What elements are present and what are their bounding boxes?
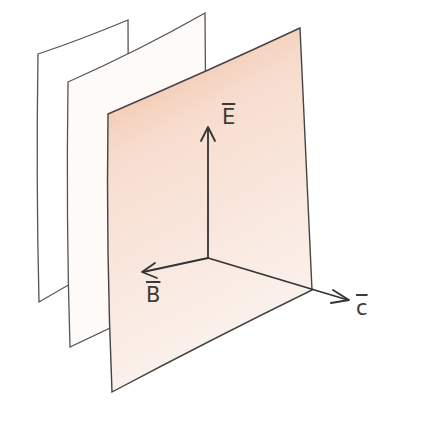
c-speed-label: c (356, 297, 368, 320)
propagation-arrow (208, 258, 348, 300)
b-field-label: B (146, 284, 160, 307)
c-arrowhead (331, 290, 349, 303)
b-arrowhead (142, 263, 157, 278)
front-wave-plane (108, 28, 313, 392)
e-field-arrow (207, 128, 209, 258)
e-arrowhead (201, 127, 215, 141)
e-field-label: E (222, 106, 235, 129)
